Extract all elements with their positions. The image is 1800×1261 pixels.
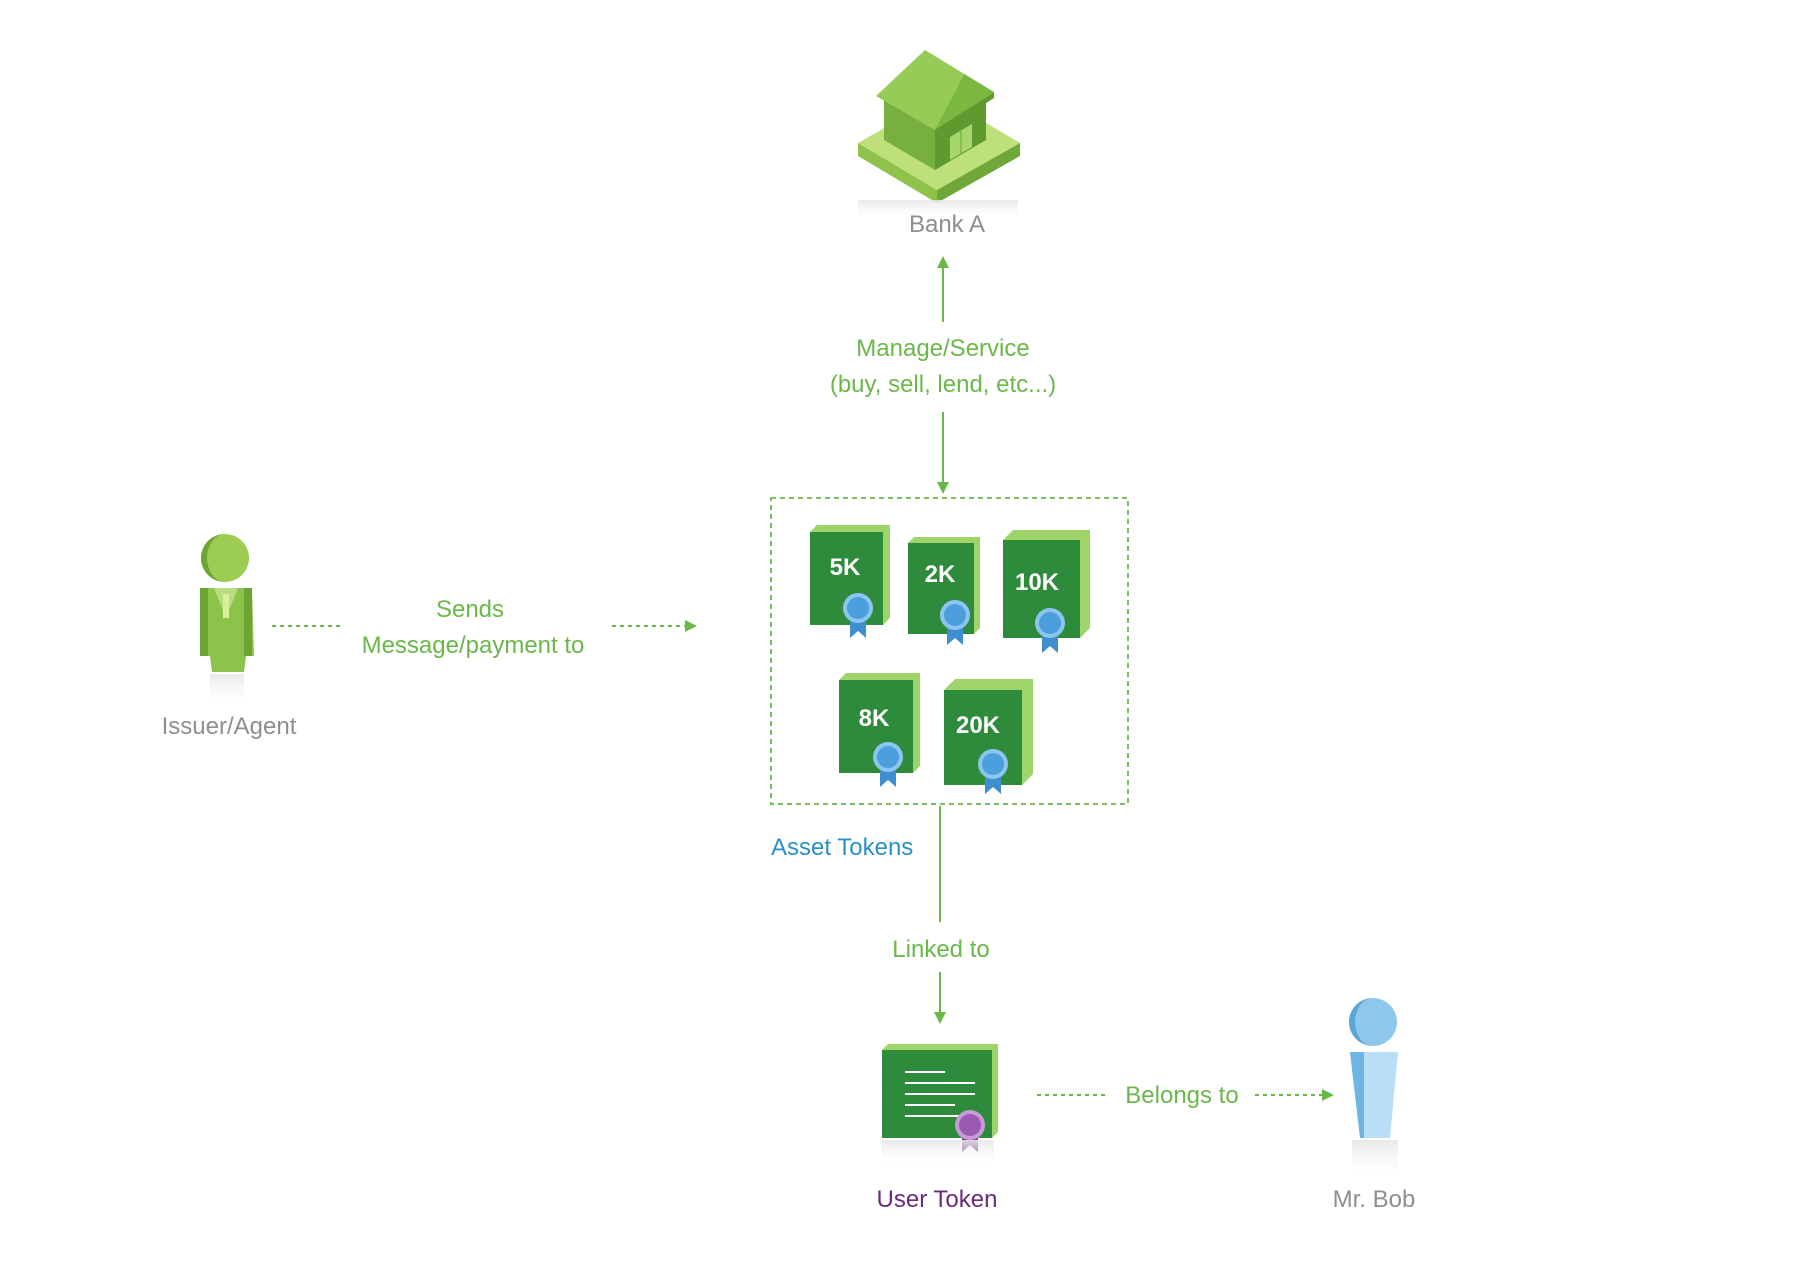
token-label-10k: 10K [1015, 569, 1060, 596]
asset-tokens-group [770, 497, 1129, 805]
sends-label-line2: Message/payment to [362, 632, 585, 659]
token-label-20k: 20K [956, 712, 1001, 739]
bob-shadow [1352, 1140, 1398, 1180]
certificate-shadow [882, 1140, 994, 1166]
sends-label-line1: Sends [436, 596, 504, 623]
manage-label-line1: Manage/Service [856, 335, 1029, 362]
bob-label: Mr. Bob [1333, 1186, 1416, 1213]
token-8k [839, 673, 920, 787]
token-2k [908, 537, 980, 645]
bank-label: Bank A [909, 211, 985, 238]
token-20k [944, 679, 1033, 794]
bank-shadow [858, 200, 1018, 220]
issuer-shadow [210, 674, 244, 710]
token-label-8k: 8K [859, 705, 890, 732]
user-token-label: User Token [877, 1186, 998, 1213]
person-icon-bob [1349, 998, 1398, 1138]
manage-label-line2: (buy, sell, lend, etc...) [830, 371, 1056, 398]
asset-tokens-label: Asset Tokens [771, 834, 913, 861]
token-label-5k: 5K [830, 554, 861, 581]
token-5k [810, 525, 890, 638]
linked-label: Linked to [892, 936, 989, 963]
person-icon-issuer [200, 534, 254, 672]
issuer-label: Issuer/Agent [162, 713, 297, 740]
token-label-2k: 2K [925, 561, 956, 588]
bank-building-icon [858, 50, 1020, 203]
belongs-label: Belongs to [1125, 1082, 1238, 1109]
token-10k [1003, 530, 1090, 653]
certificate-icon [882, 1044, 998, 1152]
